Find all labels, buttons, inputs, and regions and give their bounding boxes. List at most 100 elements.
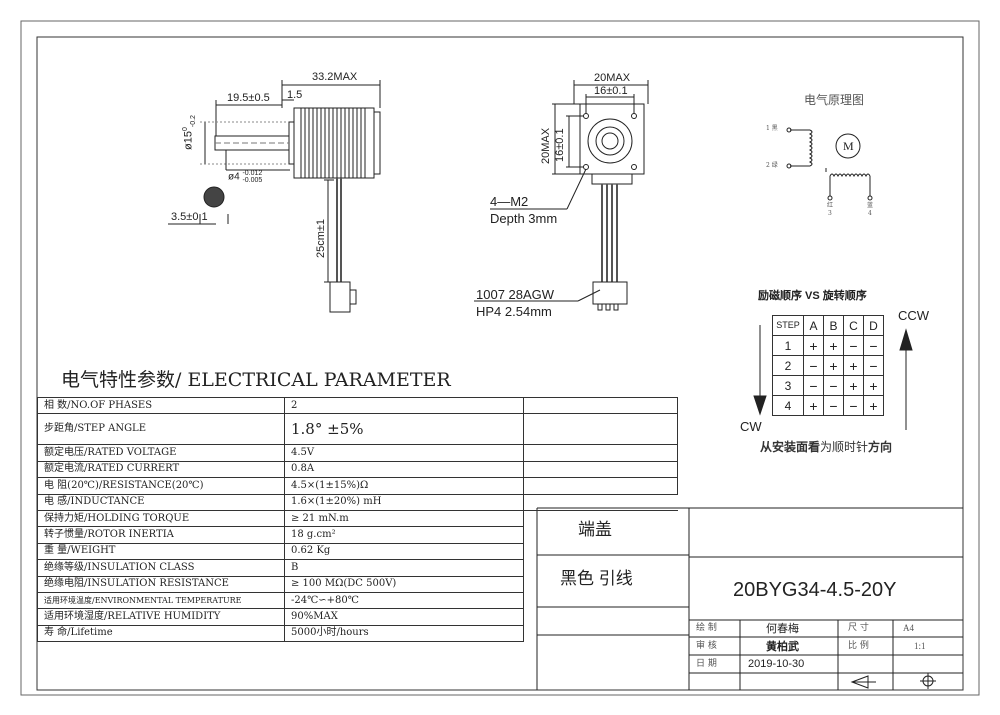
header-phase-a: A (803, 315, 824, 336)
schematic-drawing (786, 127, 873, 201)
phase-cell: + (863, 395, 884, 416)
param-label: 寿 命/Lifetime (37, 624, 285, 643)
sequence-footer-normal: 为顺时针 (820, 440, 869, 454)
param-value: ≥ 21 mN.m (284, 509, 524, 528)
lead-3-label: 红 (827, 202, 834, 209)
boss-tol-lower: -0.2 (189, 115, 197, 128)
phase-cell: + (803, 335, 824, 356)
header-phase-d: D (863, 315, 884, 336)
phase-cell: + (843, 355, 864, 376)
model-number: 20BYG34-4.5-20Y (733, 579, 897, 601)
dim-shaft-diameter: ø4 -0.012 -0.005 (228, 170, 262, 184)
outer-frame (20, 20, 980, 696)
phase-cell: − (843, 395, 864, 416)
param-value: 2 (284, 396, 524, 415)
parameters-title: 电气特性参数/ ELECTRICAL PARAMETER (61, 369, 451, 391)
wire-spec-line2: HP4 2.54mm (476, 304, 552, 319)
sequence-title-rotation: 旋转顺序 (822, 289, 867, 302)
param-label: 步距角/STEP ANGLE (37, 413, 285, 446)
shaft-tol-lower: -0.005 (242, 177, 263, 184)
ccw-label: CCW (898, 308, 930, 323)
lead-1-label: 1 黑 (766, 125, 778, 132)
dim-overall-length: 33.2MAX (312, 71, 358, 83)
cw-label: CW (740, 419, 762, 434)
header-step: STEP (772, 315, 804, 336)
wire-spec-line1: 1007 28AGW (476, 287, 555, 302)
header-phase-c: C (843, 315, 864, 336)
param-value: 0.8A (284, 460, 524, 479)
phase-cell: − (803, 355, 824, 376)
dim-boss-diameter: ø150-0.2 (182, 115, 197, 150)
param-spacer (523, 444, 678, 462)
param-value: -24℃∽+80℃ (284, 591, 524, 610)
phase-cell: + (803, 395, 824, 416)
sequence-footer-bold2: 方向 (868, 440, 893, 454)
param-value: 1.6×(1±20%) mH (284, 493, 524, 511)
param-label: 电 阻(20℃)/RESISTANCE(20℃) (37, 477, 285, 495)
sequence-row: 1 + + − − (772, 335, 884, 356)
date-label: 日 期 (696, 659, 717, 669)
size-label: 尺 寸 (848, 623, 869, 633)
front-view-drawing (474, 80, 649, 311)
sequence-header-row: STEP A B C D (772, 315, 884, 336)
phase-cell: + (823, 335, 844, 356)
shaft-diameter-value: ø4 (228, 171, 240, 183)
header-phase-b: B (823, 315, 844, 336)
param-row: 电 阻(20℃)/RESISTANCE(20℃)4.5×(1±15%)Ω (37, 477, 678, 495)
param-label: 相 数/NO.OF PHASES (37, 396, 285, 415)
drawing-date: 2019-10-30 (748, 658, 805, 670)
shaft-tol-upper: -0.012 (242, 170, 263, 177)
param-spacer (524, 543, 678, 559)
sequence-title: 励磁顺序 VS 旋转顺序 (758, 290, 867, 302)
lead-3-number: 3 (828, 210, 832, 217)
phase-cell: + (863, 375, 884, 396)
phase-cell: + (843, 375, 864, 396)
param-label: 转子惯量/ROTOR INERTIA (37, 526, 285, 544)
param-value: 5000小时/hours (284, 624, 524, 643)
holes-spec-line1: 4—M2 (490, 194, 529, 209)
lead-2-label: 2 绿 (766, 162, 778, 169)
param-value: 4.5×(1±15%)Ω (284, 477, 524, 495)
phase-cell: − (823, 395, 844, 416)
param-row: 保持力矩/HOLDING TORQUE≥ 21 mN.m (37, 509, 678, 528)
drawn-by: 何春梅 (766, 622, 799, 635)
sheet-size: A4 (903, 623, 914, 633)
param-spacer (523, 477, 678, 495)
scale-value: 1:1 (914, 641, 926, 651)
param-label: 额定电流/RATED CURRERT (37, 460, 285, 479)
step-number: 4 (772, 395, 804, 416)
sequence-arrows (753, 325, 913, 430)
sequence-footer: 从安装面看为顺时针方向 (760, 441, 892, 453)
param-label: 适用环境温度/ENVIRONMENTAL TEMPERATURE (37, 591, 285, 610)
note-lead-wire: 黑色 引线 (560, 569, 633, 588)
drawn-label: 绘 制 (696, 623, 717, 633)
step-number: 3 (772, 375, 804, 396)
param-spacer (523, 413, 678, 446)
sequence-title-vs: VS (802, 290, 823, 302)
param-spacer (524, 609, 678, 625)
param-spacer (524, 625, 678, 641)
phase-cell: − (803, 375, 824, 396)
param-label: 适用环境湿度/RELATIVE HUMIDITY (37, 608, 285, 626)
param-spacer (523, 494, 678, 511)
dim-boss-length: 1.5 (287, 89, 303, 101)
title-block-lines (536, 507, 963, 690)
dim-hole-spacing-h: 16±0.1 (594, 85, 628, 97)
lead-4-number: 4 (868, 210, 872, 217)
sequence-row: 2 − + + − (772, 355, 884, 376)
phase-cell: − (863, 335, 884, 356)
dim-hole-spacing-v: 16±0.1 (554, 128, 566, 162)
dim-shaft-length: 19.5±0.5 (227, 92, 270, 104)
param-spacer (523, 396, 678, 415)
step-number: 1 (772, 335, 804, 356)
dim-flat: 3.5±0.1 (171, 211, 208, 223)
